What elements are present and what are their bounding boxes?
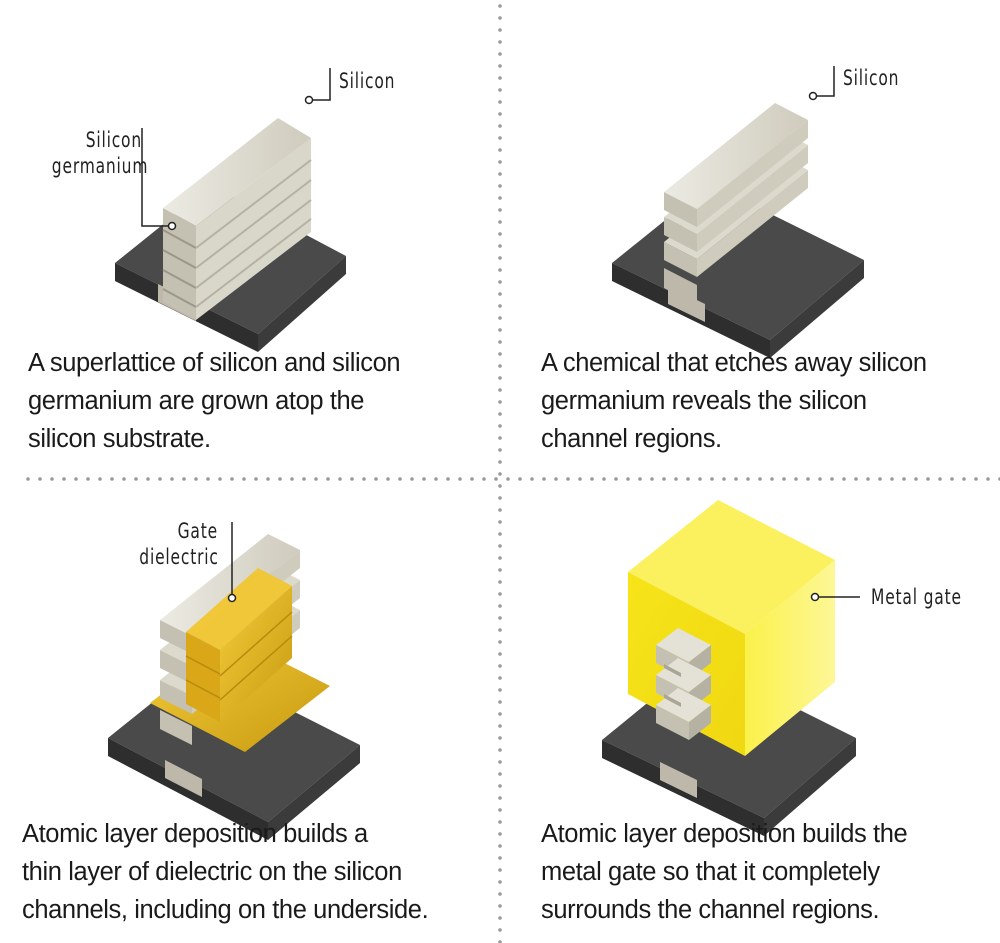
caption-line: metal gate so that it completely <box>541 858 880 886</box>
caption-line: Atomic layer deposition builds a <box>22 820 368 848</box>
caption-line: germanium reveals the silicon <box>541 387 867 415</box>
substrate-side <box>258 256 346 352</box>
panel-2-etched-channels <box>612 66 864 358</box>
label-metal-gate: Metal gate <box>871 585 962 609</box>
substrate-silicon-stripe <box>668 286 705 322</box>
label-gate-dielectric: Gate dielectric <box>139 518 218 570</box>
label-silicon-panel-2: Silicon <box>843 66 900 90</box>
caption-panel-2: A chemical that etches away silicon germ… <box>541 344 927 458</box>
channel-ends <box>656 628 711 740</box>
substrate-side <box>770 260 864 358</box>
substrate-side <box>764 738 856 836</box>
panel-3-gate-dielectric <box>108 522 360 840</box>
caption-line: germanium are grown atop the <box>28 387 365 415</box>
caption-line: Atomic layer deposition builds the <box>541 820 908 848</box>
caption-line: channel regions. <box>541 425 722 453</box>
substrate-silicon-stripe <box>660 762 697 798</box>
caption-line: channels, including on the underside. <box>22 896 429 924</box>
caption-line: surrounds the channel regions. <box>541 896 880 924</box>
vertical-divider <box>498 0 502 943</box>
caption-line: thin layer of dielectric on the silicon <box>22 858 402 886</box>
substrate-silicon-stripe <box>165 760 202 797</box>
label-line: dielectric <box>139 545 219 569</box>
caption-line: silicon substrate. <box>28 425 211 453</box>
metal-gate-top <box>628 500 835 634</box>
panel-4-metal-gate <box>602 500 860 836</box>
caption-panel-4: Atomic layer deposition builds the metal… <box>541 815 908 929</box>
horizontal-divider <box>22 477 1000 481</box>
caption-panel-3: Atomic layer deposition builds a thin la… <box>22 815 429 929</box>
metal-gate-side <box>745 560 835 756</box>
substrate-side <box>268 745 360 840</box>
silicon-channels <box>664 103 808 305</box>
label-line: Gate <box>177 519 218 543</box>
caption-line: A chemical that etches away silicon <box>541 349 927 377</box>
label-line: Silicon <box>85 128 142 152</box>
caption-line: A superlattice of silicon and silicon <box>28 349 401 377</box>
label-silicon-panel-1: Silicon <box>339 69 396 93</box>
dielectric-coated-channels <box>160 534 300 745</box>
superlattice-layers <box>162 118 312 320</box>
panel-1-fin-stack <box>115 68 346 352</box>
label-silicon-germanium: Silicon germanium <box>51 127 149 179</box>
caption-panel-1: A superlattice of silicon and silicon ge… <box>28 344 401 458</box>
label-line: germanium <box>51 154 149 178</box>
